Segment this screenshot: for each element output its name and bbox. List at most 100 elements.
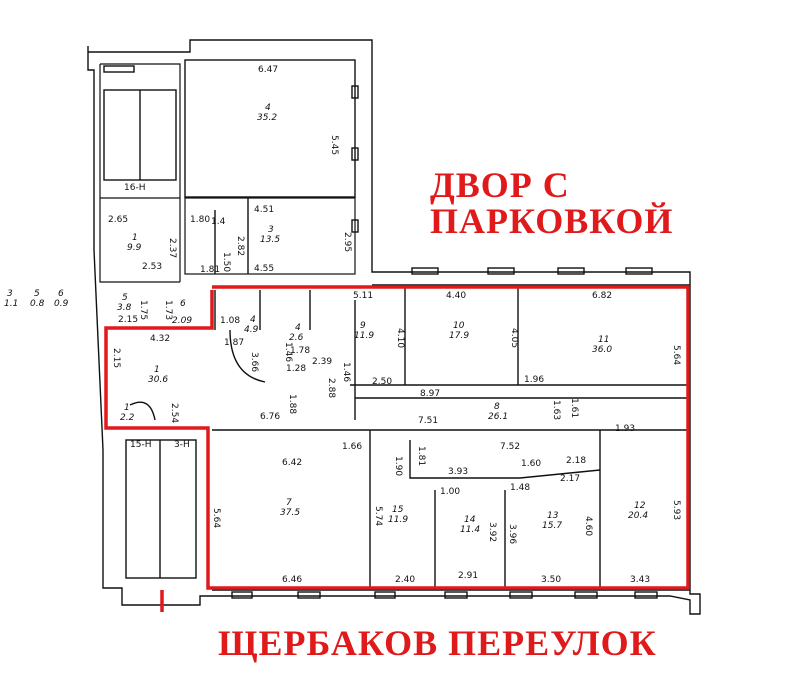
dim-label: 1.93	[615, 424, 635, 434]
dim-label: 6.46	[282, 575, 302, 585]
room-number: 6	[180, 299, 186, 309]
dim-label: 6.42	[282, 458, 302, 468]
dim-label: 2.17	[560, 474, 580, 484]
highlight-outline	[104, 285, 690, 612]
dim-label: 5.11	[353, 291, 373, 301]
dim-label: 5.93	[671, 500, 681, 520]
dim-label: 3.50	[541, 575, 561, 585]
dim-label: 1.46	[341, 362, 351, 382]
room-number: 10	[453, 321, 465, 331]
dim-label: 8.97	[420, 389, 440, 399]
room-area: 26.1	[488, 412, 508, 422]
room-area: 2.2	[120, 413, 135, 423]
dim-label: 1.90	[393, 456, 403, 476]
room-area: 37.5	[280, 508, 300, 518]
room-number: 12	[634, 501, 646, 511]
room-area: 1.1	[4, 299, 18, 309]
dim-label: 6.76	[260, 412, 280, 422]
dim-label: 2.95	[342, 232, 352, 252]
dim-label: 5.64	[211, 508, 221, 528]
room-number: 13	[547, 511, 559, 521]
room-number: 4	[265, 103, 271, 113]
dim-label: 2.54	[169, 403, 179, 423]
dim-label: 1.00	[440, 487, 460, 497]
courtyard-label-line1: ДВОР С	[430, 165, 570, 205]
dim-label: 2.91	[458, 571, 478, 581]
room-number: 4	[295, 323, 301, 333]
dim-label: 1.46	[283, 342, 293, 362]
street-label: ЩЕРБАКОВ ПЕРЕУЛОК	[218, 623, 657, 663]
dim-label: 1.73	[163, 300, 173, 320]
dim-label: 3.96	[507, 524, 517, 544]
dim-label: 7.51	[418, 416, 438, 426]
room-number: 5	[122, 293, 128, 303]
dim-label: 1.4	[211, 217, 226, 227]
room-number: 6	[58, 289, 64, 299]
dim-label: 2.50	[372, 377, 392, 387]
room-number: 3	[7, 289, 13, 299]
room-number: 7	[286, 498, 292, 508]
dim-label: 4.32	[150, 334, 170, 344]
dim-label: 1.48	[510, 483, 530, 493]
room-area: 36.0	[592, 345, 612, 355]
dim-label: 2.65	[108, 215, 128, 225]
dim-label: 4.40	[446, 291, 466, 301]
room-number: 1	[154, 365, 160, 375]
dim-label: 3.93	[448, 467, 468, 477]
dim-label: 1.87	[224, 338, 244, 348]
room-area: 9.9	[127, 243, 142, 253]
room-area: 20.4	[628, 511, 648, 521]
dim-label: 1.75	[138, 300, 148, 320]
dim-label: 5.64	[671, 345, 681, 365]
dim-label: 6.82	[592, 291, 612, 301]
room-number: 4	[250, 315, 256, 325]
dim-label: 2.15	[118, 315, 138, 325]
side-room-labels: 3 1.1 5 0.8 6 0.9	[4, 289, 69, 309]
room-area: 15.7	[542, 521, 562, 531]
dim-label: 2.40	[395, 575, 415, 585]
dim-label: 3.66	[249, 352, 259, 372]
dimension-labels: 6.47 5.45 4.51 2.95 2.82 4.55 1.80 1.4 1…	[108, 65, 681, 585]
dim-label: 1.60	[521, 459, 541, 469]
dim-label: 3.43	[630, 575, 650, 585]
room-area: 13.5	[260, 235, 280, 245]
dim-label: 1.50	[221, 252, 231, 272]
dim-label: 1.81	[416, 446, 426, 466]
room-area: 11.4	[460, 525, 480, 535]
dim-label: 2.39	[312, 357, 332, 367]
dim-label: 4.55	[254, 264, 274, 274]
dim-label: 2.53	[142, 262, 162, 272]
courtyard-label-line2: ПАРКОВКОЙ	[430, 201, 674, 241]
room-area: 3.8	[117, 303, 132, 313]
dim-label: 1.80	[190, 215, 210, 225]
dim-label: 7.52	[500, 442, 520, 452]
dim-label: 4.10	[395, 328, 405, 348]
room-number: 5	[34, 289, 40, 299]
room-area: 35.2	[257, 113, 277, 123]
dim-label: 2.18	[566, 456, 586, 466]
room-number: 14	[464, 515, 476, 525]
dim-label: 4.05	[509, 328, 519, 348]
dim-label: 6.47	[258, 65, 278, 75]
dim-label: 1.81	[200, 265, 220, 275]
room-number: 15	[392, 505, 404, 515]
room-number: 9	[360, 321, 366, 331]
dim-label: 4.60	[583, 516, 593, 536]
building-outline	[87, 39, 701, 615]
dim-label: 1.63	[551, 400, 561, 420]
stair-label: 16-Н	[124, 183, 145, 193]
room-area: 2.09	[172, 316, 192, 326]
dim-label: 2.82	[235, 236, 245, 256]
room-area: 30.6	[148, 375, 168, 385]
dim-label: 2.88	[326, 378, 336, 398]
room-area: 2.6	[289, 333, 304, 343]
dim-label: 1.61	[569, 398, 579, 418]
dim-label: 4.51	[254, 205, 274, 215]
room-number: 11	[598, 335, 609, 345]
room-area: 0.9	[54, 299, 69, 309]
room-area: 17.9	[449, 331, 469, 341]
dim-label: 1.66	[342, 442, 362, 452]
room-area: 0.8	[30, 299, 45, 309]
room-area: 11.9	[354, 331, 374, 341]
